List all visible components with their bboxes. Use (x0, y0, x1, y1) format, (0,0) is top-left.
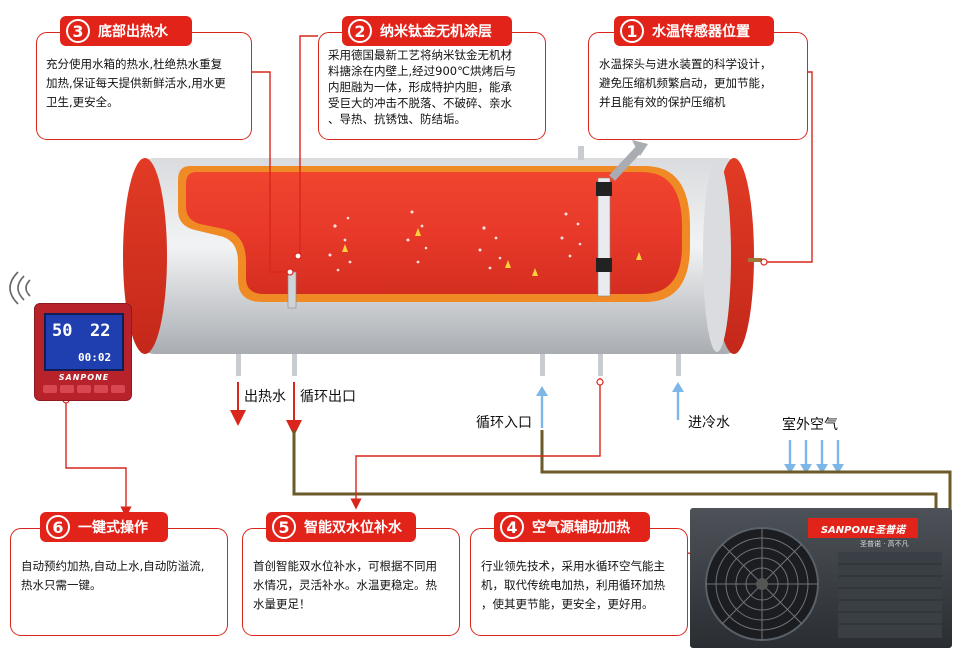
temp-left: 50 (52, 321, 73, 341)
outdoor-air-arrows (784, 440, 844, 474)
bubbles (328, 210, 582, 272)
label-circulation-inlet: 循环入口 (476, 415, 532, 431)
controller-brand: SANPONE (58, 373, 110, 382)
feature-6-title: 一键式操作 (78, 520, 148, 536)
feature-1-text: 水温探头与进水装置的科学设计，避免压缩机频繁启动，更加节能，并且能有效的保护压缩… (599, 57, 772, 109)
feature-tag-6: 6 一键式操作 (40, 512, 168, 542)
button-mode[interactable] (60, 385, 74, 393)
button-power[interactable] (43, 385, 57, 393)
feature-1-number: 1 (620, 19, 644, 43)
label-cold-inlet: 进冷水 (688, 415, 730, 431)
feature-tag-2: 2 纳米钛金无机涂层 (342, 16, 512, 46)
feature-tag-5: 5 智能双水位补水 (266, 512, 416, 542)
heat-arrows (342, 228, 642, 276)
feature-box-5: 首创智能双水位补水，可根据不同用水情况，灵活补水。水温更稳定。热水量更足！ (242, 528, 460, 636)
fan-icon (705, 527, 942, 641)
button-down[interactable] (111, 385, 125, 393)
feature-3-title: 底部出热水 (98, 24, 168, 40)
feature-4-title: 空气源辅助加热 (532, 520, 630, 536)
label-outdoor-air: 室外空气 (782, 417, 838, 433)
float-lower (596, 258, 612, 272)
tank-liner-inner (186, 172, 682, 294)
feature-1-title: 水温传感器位置 (652, 24, 750, 40)
feature-5-text: 首创智能双水位补水，可根据不同用水情况，灵活补水。水温更稳定。热水量更足！ (253, 559, 437, 611)
flow-arrows (230, 382, 844, 474)
heat-pump-sub: 圣普诺 · 高不凡 (860, 540, 909, 548)
feature-2-title: 纳米钛金无机涂层 (380, 24, 492, 40)
feature-6-number: 6 (46, 515, 70, 539)
heat-pump-brand: SANPONE圣普诺 (808, 518, 918, 538)
label-circulation-outlet: 循环出口 (300, 389, 356, 405)
feature-tag-4: 4 空气源辅助加热 (494, 512, 650, 542)
feature-3-number: 3 (66, 19, 90, 43)
feature-tag-1: 1 水温传感器位置 (614, 16, 774, 46)
controller-buttons (43, 385, 125, 393)
feature-box-1: 水温探头与进水装置的科学设计，避免压缩机频繁启动，更加节能，并且能有效的保护压缩… (588, 32, 808, 140)
feature-box-4: 行业领先技术，采用水循环空气能主机，取代传统电加热，利用循环加热，使其更节能，更… (470, 528, 688, 636)
label-hot-outlet: 出热水 (244, 389, 286, 405)
feature-2-text: 采用德国最新工艺将纳米钛金无机材料搪涂在内壁上,经过900℃烘烤后与内胆融为一体… (328, 48, 517, 126)
heat-pump-unit: SANPONE圣普诺 圣普诺 · 高不凡 (690, 508, 952, 648)
time-display: 00:02 (78, 351, 112, 364)
tank-left-cap (123, 158, 167, 354)
feature-2-number: 2 (348, 19, 372, 43)
float-upper (596, 182, 612, 196)
feature-6-text: 自动预约加热,自动上水,自动防溢流,热水只需一键。 (21, 559, 205, 592)
feature-box-2: 采用德国最新工艺将纳米钛金无机材料搪涂在内壁上,经过900℃烘烤后与内胆融为一体… (318, 32, 546, 140)
feature-box-3: 充分使用水箱的热水,杜绝热水重复加热,保证每天提供新鲜活水,用水更卫生,更安全。 (36, 32, 252, 140)
temp-right: 22 (90, 321, 111, 341)
controller-display: 50 22 00:02 (44, 313, 124, 371)
wifi-icon (9, 271, 31, 305)
hot-outlet-pipe (287, 271, 297, 309)
feature-4-number: 4 (500, 515, 524, 539)
water-tank (123, 140, 762, 376)
feature-box-6: 自动预约加热,自动上水,自动防溢流,热水只需一键。 (10, 528, 228, 636)
wire-controller: 50 22 00:02 SANPONE (34, 303, 132, 401)
feature-3-text: 充分使用水箱的热水,杜绝热水重复加热,保证每天提供新鲜活水,用水更卫生,更安全。 (46, 57, 226, 109)
button-up[interactable] (94, 385, 108, 393)
feature-tag-3: 3 底部出热水 (60, 16, 192, 46)
button-set[interactable] (77, 385, 91, 393)
feature-4-text: 行业领先技术，采用水循环空气能主机，取代传统电加热，利用循环加热，使其更节能，更… (481, 559, 665, 611)
feature-5-number: 5 (272, 515, 296, 539)
feature-5-title: 智能双水位补水 (304, 520, 402, 536)
